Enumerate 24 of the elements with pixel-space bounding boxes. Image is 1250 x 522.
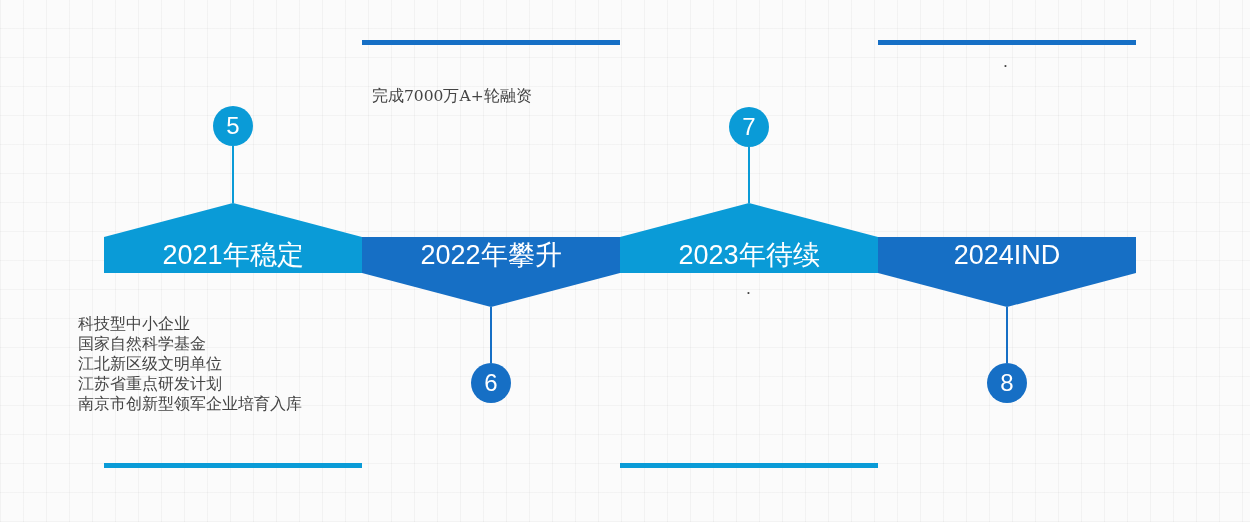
note-text: 江苏省重点研发计划: [78, 374, 222, 394]
note-text: 完成7000万A+轮融资: [372, 86, 532, 106]
number-circle: 7: [729, 107, 769, 147]
timeline-segment-down: [878, 237, 1136, 307]
note-text: 国家自然科学基金: [78, 334, 206, 354]
year-heading: 2021年稳定: [161, 239, 305, 272]
connector-line: [490, 306, 492, 364]
connector-line: [1006, 306, 1008, 364]
year-heading: 2024IND: [952, 238, 1062, 272]
note-text: 江北新区级文明单位: [78, 354, 222, 374]
timeline-segment-down: [362, 237, 620, 307]
number-circle: 5: [213, 106, 253, 146]
note-text: .: [746, 279, 751, 299]
note-text: .: [1003, 52, 1008, 72]
number-circle: 8: [987, 363, 1027, 403]
note-text: 南京市创新型领军企业培育入库: [78, 394, 302, 414]
note-text: 科技型中小企业: [78, 314, 190, 334]
connector-line: [748, 146, 750, 204]
year-heading: 2023年待续: [677, 239, 821, 272]
number-circle: 6: [471, 363, 511, 403]
timeline-segment-up: [104, 203, 362, 273]
year-heading: 2022年攀升: [419, 239, 563, 272]
timeline-segment-up: [620, 203, 878, 273]
connector-line: [232, 145, 234, 204]
